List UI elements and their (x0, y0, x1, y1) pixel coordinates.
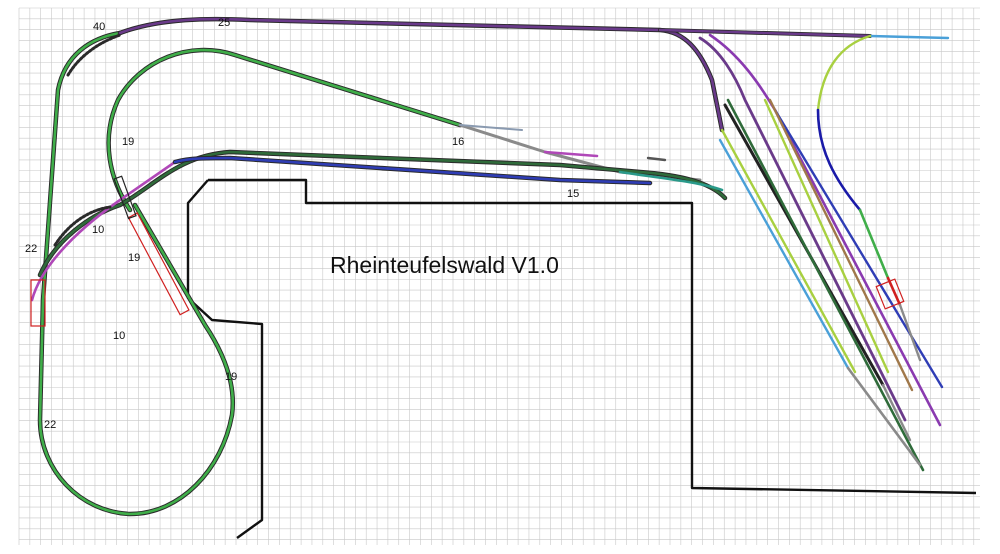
yard-track-9 (718, 138, 850, 370)
track-outer-loop (38, 31, 235, 516)
yard-track-5 (763, 98, 890, 374)
track-inner-loop-outline (106, 47, 463, 213)
track-top-mainline (118, 17, 724, 132)
label-elevation: 10 (92, 224, 104, 236)
platform-center-rect (127, 212, 190, 316)
wall-inner-room (208, 178, 977, 495)
yard-track-7 (726, 98, 925, 472)
labels: 40 25 19 16 15 10 22 19 10 19 22 Rheinte… (25, 17, 579, 431)
label-elevation: 22 (44, 419, 56, 431)
label-elevation: 10 (113, 330, 125, 342)
yard-track-ladder-2 (881, 383, 912, 442)
track-blue (173, 156, 652, 185)
label-elevation: 19 (128, 252, 140, 264)
label-elevation: 22 (25, 243, 37, 255)
track-magenta-branch (30, 160, 177, 302)
yard-tracks (698, 33, 944, 472)
label-elevation: 25 (218, 17, 230, 29)
room-walls (186, 178, 977, 539)
yard-track-8 (720, 128, 857, 374)
platform-center (127, 212, 190, 316)
bridge-rect (113, 175, 137, 220)
bridge-marker (113, 175, 137, 220)
track-right-curve-green (858, 208, 890, 280)
track-ghost-left (53, 205, 112, 247)
track-right-curve-blue (816, 108, 862, 212)
track-teal-right (618, 170, 724, 192)
platform-right (875, 278, 905, 310)
track-top-spur-end (868, 34, 950, 40)
track-layer (30, 16, 950, 517)
track-stub-magenta (543, 150, 599, 158)
yard-track-ladder (846, 366, 922, 467)
track-stub-small (646, 156, 667, 162)
track-ghost-top (66, 33, 122, 77)
label-elevation: 19 (122, 136, 134, 148)
track-inner-loop (107, 48, 462, 212)
label-elevation: 16 (452, 136, 464, 148)
track-stub-16 (459, 124, 523, 131)
wall-inner-left (186, 179, 264, 539)
yard-track-1 (698, 36, 907, 422)
label-elevation: 15 (567, 188, 579, 200)
label-elevation: 19 (225, 371, 237, 383)
platform-left (30, 279, 46, 327)
track-dark-green (38, 150, 727, 277)
track-right-curve-top (816, 34, 872, 112)
track-right-curve-red (886, 276, 902, 307)
label-elevation: 40 (93, 21, 105, 33)
track-siding-16 (458, 123, 702, 182)
track-top-spur (658, 28, 872, 38)
layout-title: Rheinteufelswald V1.0 (330, 252, 559, 278)
yard-track-4 (768, 98, 914, 392)
track-right-curve-end (898, 303, 922, 362)
